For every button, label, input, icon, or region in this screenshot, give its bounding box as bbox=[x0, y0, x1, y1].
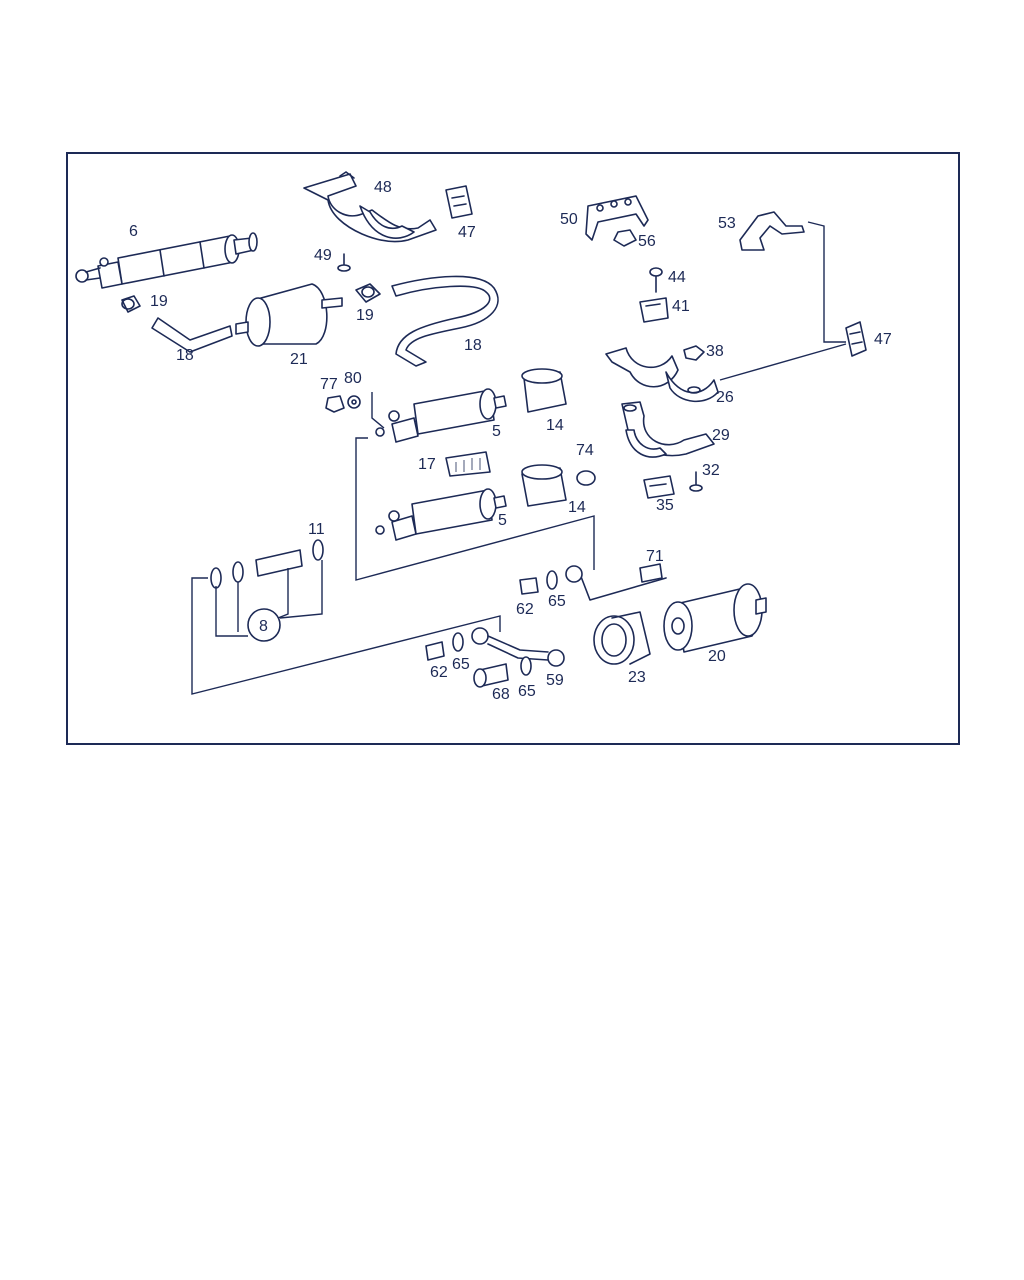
part-77-nut bbox=[325, 395, 345, 413]
part-68-banjo-bolt bbox=[473, 663, 509, 688]
part-14-sleeve-upper bbox=[521, 368, 567, 413]
label-41: 41 bbox=[672, 298, 690, 315]
part-38-nut bbox=[683, 345, 705, 361]
label-11: 11 bbox=[308, 521, 325, 538]
label-65-upper: 65 bbox=[548, 593, 566, 610]
label-32: 32 bbox=[702, 462, 720, 479]
label-47-right: 47 bbox=[874, 331, 892, 348]
label-6: 6 bbox=[129, 223, 138, 240]
part-6-fuel-pump bbox=[75, 232, 258, 289]
part-62-fitting-upper bbox=[519, 577, 539, 595]
part-5-pump-lower bbox=[375, 488, 507, 541]
part-14-sleeve-lower bbox=[521, 464, 567, 507]
label-23: 23 bbox=[628, 669, 646, 686]
label-18-middle: 18 bbox=[464, 337, 482, 354]
label-74: 74 bbox=[576, 442, 594, 459]
label-20: 20 bbox=[708, 648, 726, 665]
label-26: 26 bbox=[716, 389, 734, 406]
part-74-clamp bbox=[576, 470, 596, 486]
part-65-washer-upper bbox=[546, 570, 558, 590]
label-8: 8 bbox=[259, 618, 268, 635]
part-47-rubber-mount-right bbox=[845, 321, 867, 357]
part-65-washer-lower bbox=[452, 632, 464, 652]
part-80-lock-washer bbox=[347, 395, 361, 409]
part-35-clip bbox=[643, 475, 675, 499]
part-65-washer-bottom bbox=[520, 656, 532, 676]
part-53-bracket bbox=[739, 211, 805, 251]
label-65-lower: 65 bbox=[452, 656, 470, 673]
label-17: 17 bbox=[418, 456, 436, 473]
part-18-hose-middle bbox=[391, 275, 499, 367]
label-35: 35 bbox=[656, 497, 674, 514]
label-21: 21 bbox=[290, 351, 308, 368]
part-59-fuel-line bbox=[471, 627, 565, 667]
part-50-bracket bbox=[585, 195, 649, 241]
label-80: 80 bbox=[344, 370, 362, 387]
part-41-clip bbox=[639, 297, 669, 323]
label-53: 53 bbox=[718, 215, 736, 232]
label-49: 49 bbox=[314, 247, 332, 264]
part-49-bolt bbox=[337, 253, 351, 272]
part-71-fuel-line bbox=[565, 563, 667, 601]
label-59: 59 bbox=[546, 672, 564, 689]
label-5-upper: 5 bbox=[492, 423, 501, 440]
label-71: 71 bbox=[646, 548, 664, 565]
part-23-clamp-ring bbox=[593, 611, 651, 665]
label-44: 44 bbox=[668, 269, 686, 286]
part-56-nut bbox=[613, 229, 637, 247]
label-77: 77 bbox=[320, 376, 338, 393]
leader-lines bbox=[191, 221, 847, 695]
label-18-left: 18 bbox=[176, 347, 194, 364]
part-8-check-valve-group bbox=[210, 549, 303, 642]
label-5-lower: 5 bbox=[498, 512, 507, 529]
label-50: 50 bbox=[560, 211, 578, 228]
diagram-frame bbox=[66, 152, 960, 745]
label-68: 68 bbox=[492, 686, 510, 703]
part-20-fuel-filter-large bbox=[663, 583, 767, 653]
label-48: 48 bbox=[374, 179, 392, 196]
label-19-left: 19 bbox=[150, 293, 168, 310]
label-29: 29 bbox=[712, 427, 730, 444]
part-5-pump-upper bbox=[375, 388, 507, 443]
label-47-top: 47 bbox=[458, 224, 476, 241]
part-26-bracket bbox=[605, 347, 719, 403]
part-44-screw bbox=[649, 267, 663, 293]
part-48-bracket bbox=[303, 171, 437, 243]
label-38: 38 bbox=[706, 343, 724, 360]
label-14-lower: 14 bbox=[568, 499, 586, 516]
label-56: 56 bbox=[638, 233, 656, 250]
part-19-clamp-middle bbox=[355, 283, 381, 303]
label-14-upper: 14 bbox=[546, 417, 564, 434]
part-18-hose-left bbox=[151, 317, 233, 353]
part-21-fuel-filter bbox=[235, 283, 343, 347]
part-62-fitting-lower bbox=[425, 641, 445, 661]
label-62-lower: 62 bbox=[430, 664, 448, 681]
part-32-screw bbox=[689, 471, 703, 492]
part-29-bracket bbox=[621, 401, 715, 458]
part-17-connector bbox=[445, 451, 491, 477]
part-47-rubber-mount-top bbox=[445, 185, 473, 219]
label-62-upper: 62 bbox=[516, 601, 534, 618]
label-19-middle: 19 bbox=[356, 307, 374, 324]
part-19-clamp-left bbox=[121, 295, 141, 313]
label-65-bottom: 65 bbox=[518, 683, 536, 700]
part-11-washer bbox=[312, 539, 324, 561]
